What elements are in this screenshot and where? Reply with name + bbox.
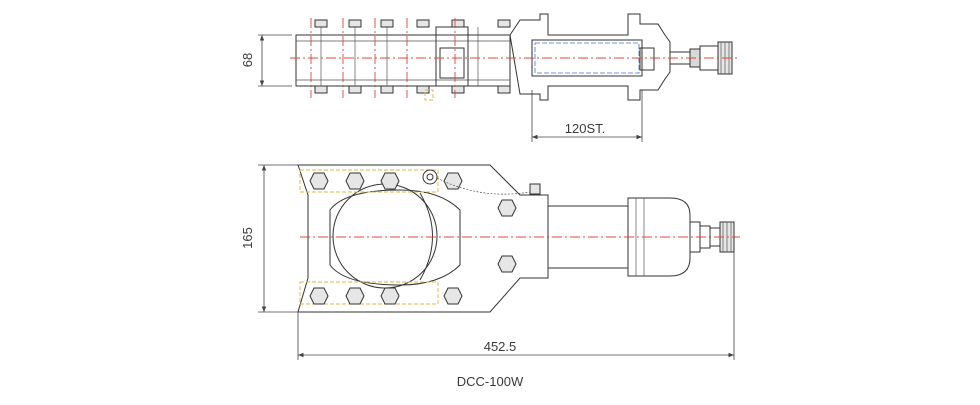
dim-stroke-label: 120ST.: [565, 121, 605, 136]
top-bolt-row: [314, 19, 511, 94]
top-cylinder-body: [509, 13, 671, 101]
dim-165-label: 165: [240, 227, 255, 249]
dim-height-front: 165: [240, 164, 300, 313]
top-jaw-plate: [295, 34, 511, 87]
dim-stroke: 120ST.: [531, 90, 643, 142]
front-cylinder-cap: [627, 197, 691, 277]
top-view: 68 120ST.: [240, 13, 740, 142]
model-caption: DCC-100W: [457, 374, 524, 389]
dim-452-label: 452.5: [484, 339, 517, 354]
front-body-outline: [297, 164, 549, 313]
front-view: 165 452.5: [240, 164, 740, 360]
dim-height-top: 68: [240, 34, 292, 87]
dim-length: 452.5: [297, 252, 735, 360]
dim-68-label: 68: [240, 53, 255, 67]
jaw-opening: [329, 189, 461, 286]
front-hex-bolts: [309, 172, 517, 305]
